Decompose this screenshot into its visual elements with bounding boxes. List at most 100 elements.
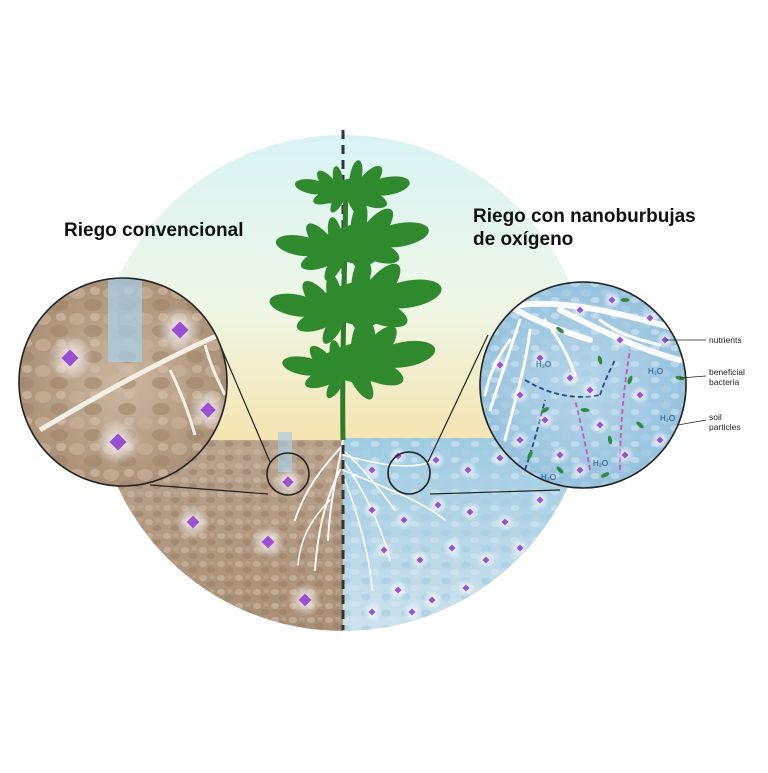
connector-right-bottom [429, 489, 561, 495]
bacteria-6 [636, 421, 644, 429]
zoom-left-nutrient-2 [200, 402, 216, 418]
nutrient-nanobubble-6 [368, 506, 376, 514]
zoom-left-nutrient-1 [171, 321, 189, 339]
leaf-upper-left-leaf-4 [327, 217, 343, 252]
leaf-top-leaf-3 [366, 176, 410, 196]
nutrient-nanobubble-18-glow [545, 550, 565, 570]
root-3 [342, 449, 396, 511]
leaf-low-left-leaf-2 [305, 367, 343, 389]
nutrient-nanobubble-20 [428, 596, 436, 604]
bacteria-3 [627, 375, 633, 385]
leaf-upper-right-leaf-4 [350, 201, 368, 243]
leaf-top-leaf-4 [349, 160, 363, 192]
zoom-left-root-3 [203, 344, 227, 396]
zoom-right-nutrient-17 [616, 336, 624, 344]
zoom-right-nutrient-5 [566, 374, 574, 382]
zoom-right-root-6 [598, 318, 662, 347]
nutrient-nanobubble-14 [416, 556, 424, 564]
leaf-top-left-leaf-5 [330, 189, 346, 213]
root-0 [327, 439, 344, 541]
zoom-right-nutrient-10 [516, 436, 524, 444]
leaf-mid-left [269, 274, 378, 344]
leaf-mid-right-leaf-2 [350, 296, 408, 328]
zoom-right-nutrient-15-glow [645, 460, 665, 480]
zoom-right-nutrient-15 [651, 466, 659, 474]
leaf-upper-left-leaf-5 [324, 249, 346, 281]
label-bacteria-1: beneficial [709, 367, 745, 377]
water-label-2: H₂O [648, 367, 664, 376]
nutrient-nanobubble-4 [496, 454, 504, 462]
leader-soil [677, 419, 707, 426]
zoom-right-nutrient-8 [636, 391, 644, 399]
connector-right-top [427, 334, 489, 463]
label-soil-1: soil [709, 412, 722, 422]
label-soil-2: particles [709, 422, 741, 432]
nutrient-nanobubble-9 [466, 508, 474, 516]
nutrient-nanobubble-17 [516, 544, 524, 552]
leaf-upper-left-leaf-3 [275, 234, 324, 257]
flow-arrow-4 [599, 359, 616, 396]
zoom-circle-right [479, 281, 707, 489]
title-conventional: Riego convencional [64, 220, 244, 241]
zoom-right-nutrient-13 [576, 466, 584, 474]
leaf-top-left-leaf-2 [313, 188, 344, 205]
zoom-right-root-5 [503, 328, 532, 442]
zoom-right-bacteria [527, 298, 685, 478]
flow-arrow-0 [524, 379, 601, 398]
zoom-left-root-1 [38, 327, 227, 433]
nutrient-nanobubble-24 [408, 608, 416, 616]
title-nanobubbles-line1: Riego con nanoburbujas [473, 206, 696, 227]
nutrient-nanobubble-15 [448, 544, 456, 552]
title-nanobubbles-line2: de oxígeno [473, 229, 574, 250]
zoom-right-nutrient-1 [576, 306, 584, 314]
lens-small-right [387, 451, 431, 495]
leaf-mid-right-leaf-3 [376, 279, 442, 309]
zoom-left-nutrients [47, 307, 227, 465]
zoom-right-nutrient-6 [516, 391, 524, 399]
flow-arrow-2 [574, 399, 591, 471]
leaf-mid-right-leaf-4 [351, 255, 371, 303]
water-label-5: H₂O [541, 473, 557, 482]
zoom-left-nutrient-0 [61, 349, 79, 367]
leaf-top-left-leaf-3 [295, 179, 330, 195]
zoom-right-nutrient-16 [496, 361, 504, 369]
nutrient-nanobubble-26-glow [478, 600, 498, 620]
zoom-right-nutrient-7 [596, 421, 604, 429]
nutrient-nanobubble-13 [380, 546, 388, 554]
bacteria-4 [541, 407, 549, 413]
leaf-top-left [295, 166, 368, 213]
nutrient-nanobubble-12-glow [556, 505, 576, 525]
plant [269, 160, 442, 441]
plant-stem [340, 179, 349, 441]
nutrient-nanobubble-18 [551, 556, 559, 564]
label-nutrients: nutrients [709, 335, 742, 345]
leaf-low-right-leaf-2 [350, 356, 404, 386]
leaf-mid-left-leaf-5 [322, 309, 346, 344]
nutrient-nanobubble-0 [368, 466, 376, 474]
water-column-left [278, 432, 292, 472]
zoom-right-nutrient-14 [556, 451, 564, 459]
zoom-left-nutrient-3 [109, 433, 127, 451]
zoom-right-nutrient-3 [646, 314, 654, 322]
zoom-right-nutrient-4 [536, 354, 544, 362]
water-label-1: H₂O [536, 360, 552, 369]
bacteria-11 [556, 466, 564, 474]
bacteria-8 [527, 450, 533, 460]
leader-bacteria [679, 375, 707, 379]
nutrient-nanobubble-28-glow [565, 530, 585, 550]
leaf-mid-left-leaf-4 [326, 274, 342, 313]
nutrient-conventional-3 [282, 476, 294, 488]
flow-arrow-3 [619, 349, 631, 471]
nutrient-nanobubble-3 [464, 466, 472, 474]
leaf-top-left-leaf-4 [332, 166, 344, 192]
nutrient-nanobubble-28 [571, 536, 579, 544]
zoom-left-border [18, 277, 228, 487]
root-6 [342, 454, 431, 467]
nutrient-nanobubble-7 [400, 516, 408, 524]
leaf-mid-left-leaf-3 [269, 293, 322, 317]
root-8 [297, 499, 331, 566]
zoom-right-nutrients [490, 290, 675, 480]
zoom-right-arrows [524, 349, 631, 471]
